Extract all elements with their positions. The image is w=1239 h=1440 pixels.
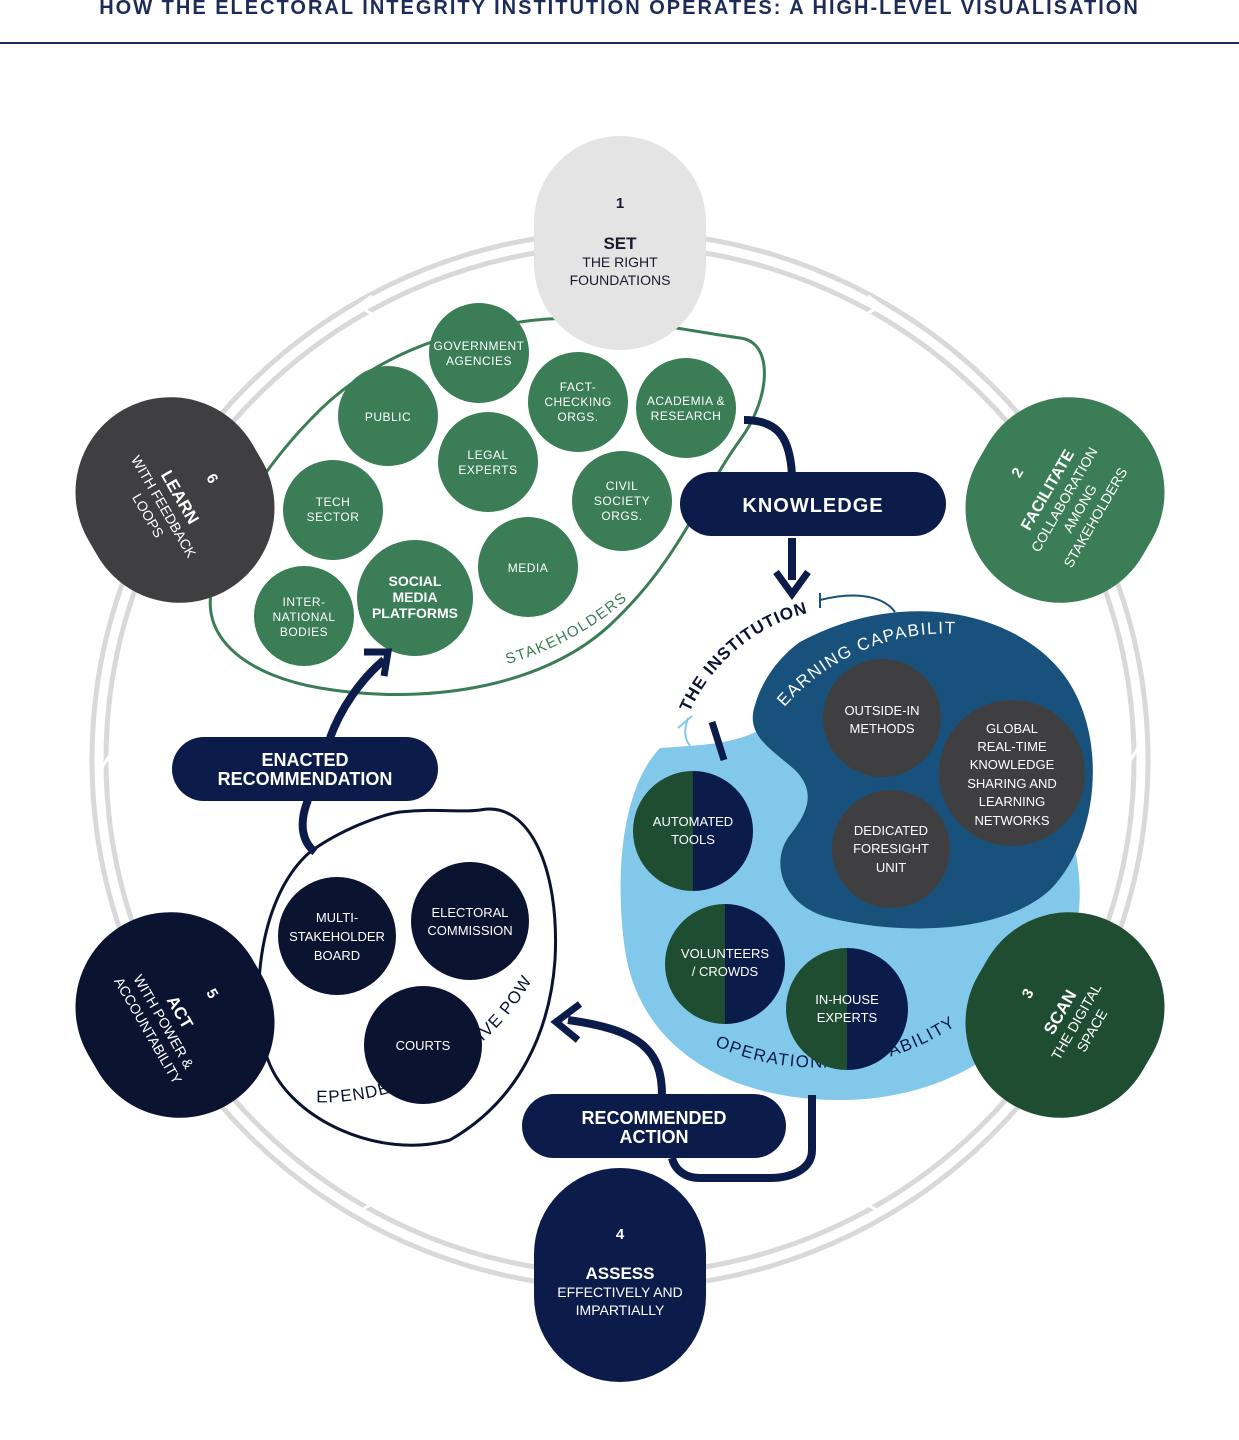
svg-text:ASSESS: ASSESS xyxy=(586,1264,655,1283)
svg-text:4: 4 xyxy=(616,1226,625,1243)
step-assess[interactable]: 4 ASSESS EFFECTIVELY AND IMPARTIALLY xyxy=(534,1168,706,1382)
svg-text:BOARD: BOARD xyxy=(314,948,360,963)
svg-text:LEARNING: LEARNING xyxy=(979,794,1045,809)
svg-text:STAKEHOLDER: STAKEHOLDER xyxy=(289,929,385,944)
stakeholder-public: PUBLIC xyxy=(338,366,438,466)
svg-text:ORGS.: ORGS. xyxy=(557,410,598,424)
outside-in-methods: OUTSIDE-IN METHODS xyxy=(823,659,941,777)
svg-text:DEDICATED: DEDICATED xyxy=(854,823,928,838)
step-scan[interactable]: 3 SCAN THE DIGITAL SPACE xyxy=(931,877,1200,1152)
svg-text:BODIES: BODIES xyxy=(280,625,328,639)
svg-text:TOOLS: TOOLS xyxy=(671,832,715,847)
foresight-unit: DEDICATED FORESIGHT UNIT xyxy=(832,790,950,908)
knowledge-label: KNOWLEDGE xyxy=(742,495,883,517)
step-facilitate[interactable]: 2 FACILITATE COLLABORATION AMONG STAKEHO… xyxy=(931,362,1200,637)
svg-text:1: 1 xyxy=(616,195,624,212)
svg-text:RECOMMENDATION: RECOMMENDATION xyxy=(218,769,393,789)
stakeholder-academia: ACADEMIA & RESEARCH xyxy=(636,358,736,458)
svg-text:KNOWLEDGE: KNOWLEDGE xyxy=(970,757,1055,772)
enacted-recommendation-flow: ENACTED RECOMMENDATION xyxy=(172,648,438,856)
svg-text:ELECTORAL: ELECTORAL xyxy=(431,905,508,920)
electoral-commission: ELECTORAL COMMISSION xyxy=(411,862,529,980)
svg-text:SOCIAL: SOCIAL xyxy=(389,573,442,589)
svg-text:CHECKING: CHECKING xyxy=(544,395,611,409)
svg-text:ENACTED: ENACTED xyxy=(261,750,348,770)
recommended-action-flow: RECOMMENDED ACTION xyxy=(522,1001,816,1182)
svg-text:AGENCIES: AGENCIES xyxy=(446,354,512,368)
svg-text:NATIONAL: NATIONAL xyxy=(272,610,335,624)
svg-text:PUBLIC: PUBLIC xyxy=(365,410,411,424)
step-learn[interactable]: 6 LEARN WITH FEEDBACK LOOPS xyxy=(41,362,310,637)
knowledge-arrowhead xyxy=(773,569,811,600)
svg-text:/ CROWDS: / CROWDS xyxy=(692,964,759,979)
svg-text:LEGAL: LEGAL xyxy=(467,448,508,462)
stakeholder-legal: LEGAL EXPERTS xyxy=(438,412,538,512)
recommended-arrowhead xyxy=(550,1001,583,1043)
stakeholder-media: MEDIA xyxy=(478,517,578,617)
svg-text:NETWORKS: NETWORKS xyxy=(974,813,1049,828)
svg-text:PLATFORMS: PLATFORMS xyxy=(372,605,458,621)
svg-text:IN-HOUSE: IN-HOUSE xyxy=(815,992,879,1007)
svg-text:UNIT: UNIT xyxy=(876,860,906,875)
enacted-arrowhead xyxy=(364,648,393,677)
svg-text:ACADEMIA &: ACADEMIA & xyxy=(647,394,725,408)
svg-text:COMMISSION: COMMISSION xyxy=(427,923,512,938)
volunteers-crowds: VOLUNTEERS / CROWDS xyxy=(665,904,785,1024)
svg-text:EXPERTS: EXPERTS xyxy=(458,463,517,477)
svg-text:MEDIA: MEDIA xyxy=(392,589,437,605)
svg-text:OUTSIDE-IN: OUTSIDE-IN xyxy=(844,703,919,718)
svg-text:RESEARCH: RESEARCH xyxy=(651,409,722,423)
svg-text:TECH: TECH xyxy=(316,495,351,509)
step-set[interactable]: 1 SET THE RIGHT FOUNDATIONS xyxy=(534,136,706,350)
svg-text:METHODS: METHODS xyxy=(850,721,915,736)
svg-text:FACT-: FACT- xyxy=(560,380,597,394)
svg-text:FORESIGHT: FORESIGHT xyxy=(853,841,929,856)
svg-text:MULTI-: MULTI- xyxy=(316,910,358,925)
knowledge-flow: KNOWLEDGE xyxy=(680,416,946,600)
svg-text:REAL-TIME: REAL-TIME xyxy=(977,739,1047,754)
svg-text:SECTOR: SECTOR xyxy=(307,510,360,524)
svg-text:THE RIGHT: THE RIGHT xyxy=(582,254,658,270)
in-house-experts: IN-HOUSE EXPERTS xyxy=(786,948,908,1070)
svg-text:COURTS: COURTS xyxy=(396,1038,451,1053)
title-rule xyxy=(0,42,1239,44)
step-act[interactable]: 5 ACT WITH POWER & ACCOUNTABILITY xyxy=(41,877,310,1152)
multi-stakeholder-board: MULTI- STAKEHOLDER BOARD xyxy=(278,877,396,995)
courts: COURTS xyxy=(364,986,482,1104)
global-networks: GLOBAL REAL-TIME KNOWLEDGE SHARING AND L… xyxy=(939,700,1085,846)
svg-text:SHARING AND: SHARING AND xyxy=(967,776,1057,791)
svg-text:INTER-: INTER- xyxy=(283,595,326,609)
stakeholder-international: INTER- NATIONAL BODIES xyxy=(254,566,354,666)
svg-text:IMPARTIALLY: IMPARTIALLY xyxy=(576,1302,665,1318)
stakeholder-tech: TECH SECTOR xyxy=(283,460,383,560)
svg-text:RECOMMENDED: RECOMMENDED xyxy=(581,1108,726,1128)
page-title: HOW THE ELECTORAL INTEGRITY INSTITUTION … xyxy=(99,0,1140,19)
svg-text:GLOBAL: GLOBAL xyxy=(986,721,1038,736)
svg-text:MEDIA: MEDIA xyxy=(508,561,549,575)
stakeholder-fact-checking: FACT- CHECKING ORGS. xyxy=(528,352,628,452)
svg-text:SET: SET xyxy=(603,234,637,253)
stakeholder-social-media: SOCIAL MEDIA PLATFORMS xyxy=(357,540,473,656)
svg-text:ACTION: ACTION xyxy=(620,1127,689,1147)
svg-text:GOVERNMENT: GOVERNMENT xyxy=(433,339,524,353)
stakeholder-government: GOVERNMENT AGENCIES xyxy=(429,303,529,403)
svg-text:CIVIL: CIVIL xyxy=(606,479,639,493)
svg-text:SOCIETY: SOCIETY xyxy=(594,494,650,508)
svg-text:VOLUNTEERS: VOLUNTEERS xyxy=(681,946,769,961)
svg-text:AUTOMATED: AUTOMATED xyxy=(653,814,733,829)
svg-text:ORGS.: ORGS. xyxy=(601,509,642,523)
svg-text:FOUNDATIONS: FOUNDATIONS xyxy=(570,272,671,288)
svg-text:EXPERTS: EXPERTS xyxy=(817,1010,878,1025)
automated-tools: AUTOMATED TOOLS xyxy=(633,771,753,891)
svg-text:EFFECTIVELY AND: EFFECTIVELY AND xyxy=(557,1284,683,1300)
stakeholder-civil-society: CIVIL SOCIETY ORGS. xyxy=(572,451,672,551)
